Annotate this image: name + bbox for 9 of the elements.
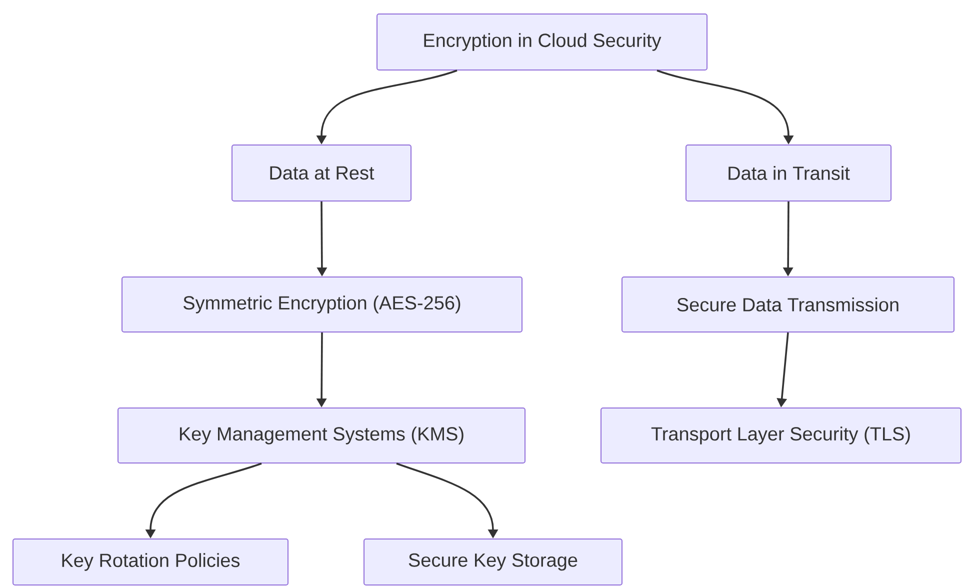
process-box: Transport Layer Security (TLS) — [600, 408, 962, 464]
process-box: Symmetric Encryption (AES-256) — [122, 276, 522, 332]
process-box: Key Management Systems (KMS) — [118, 408, 526, 464]
process-box: Key Rotation Policies — [12, 538, 288, 586]
process-box: Secure Key Storage — [364, 538, 622, 586]
process-box: Data at Rest — [232, 144, 412, 202]
process-box: Data in Transit — [686, 144, 892, 202]
process-box: Secure Data Transmission — [622, 276, 954, 332]
process-box: Encryption in Cloud Security — [376, 14, 708, 70]
